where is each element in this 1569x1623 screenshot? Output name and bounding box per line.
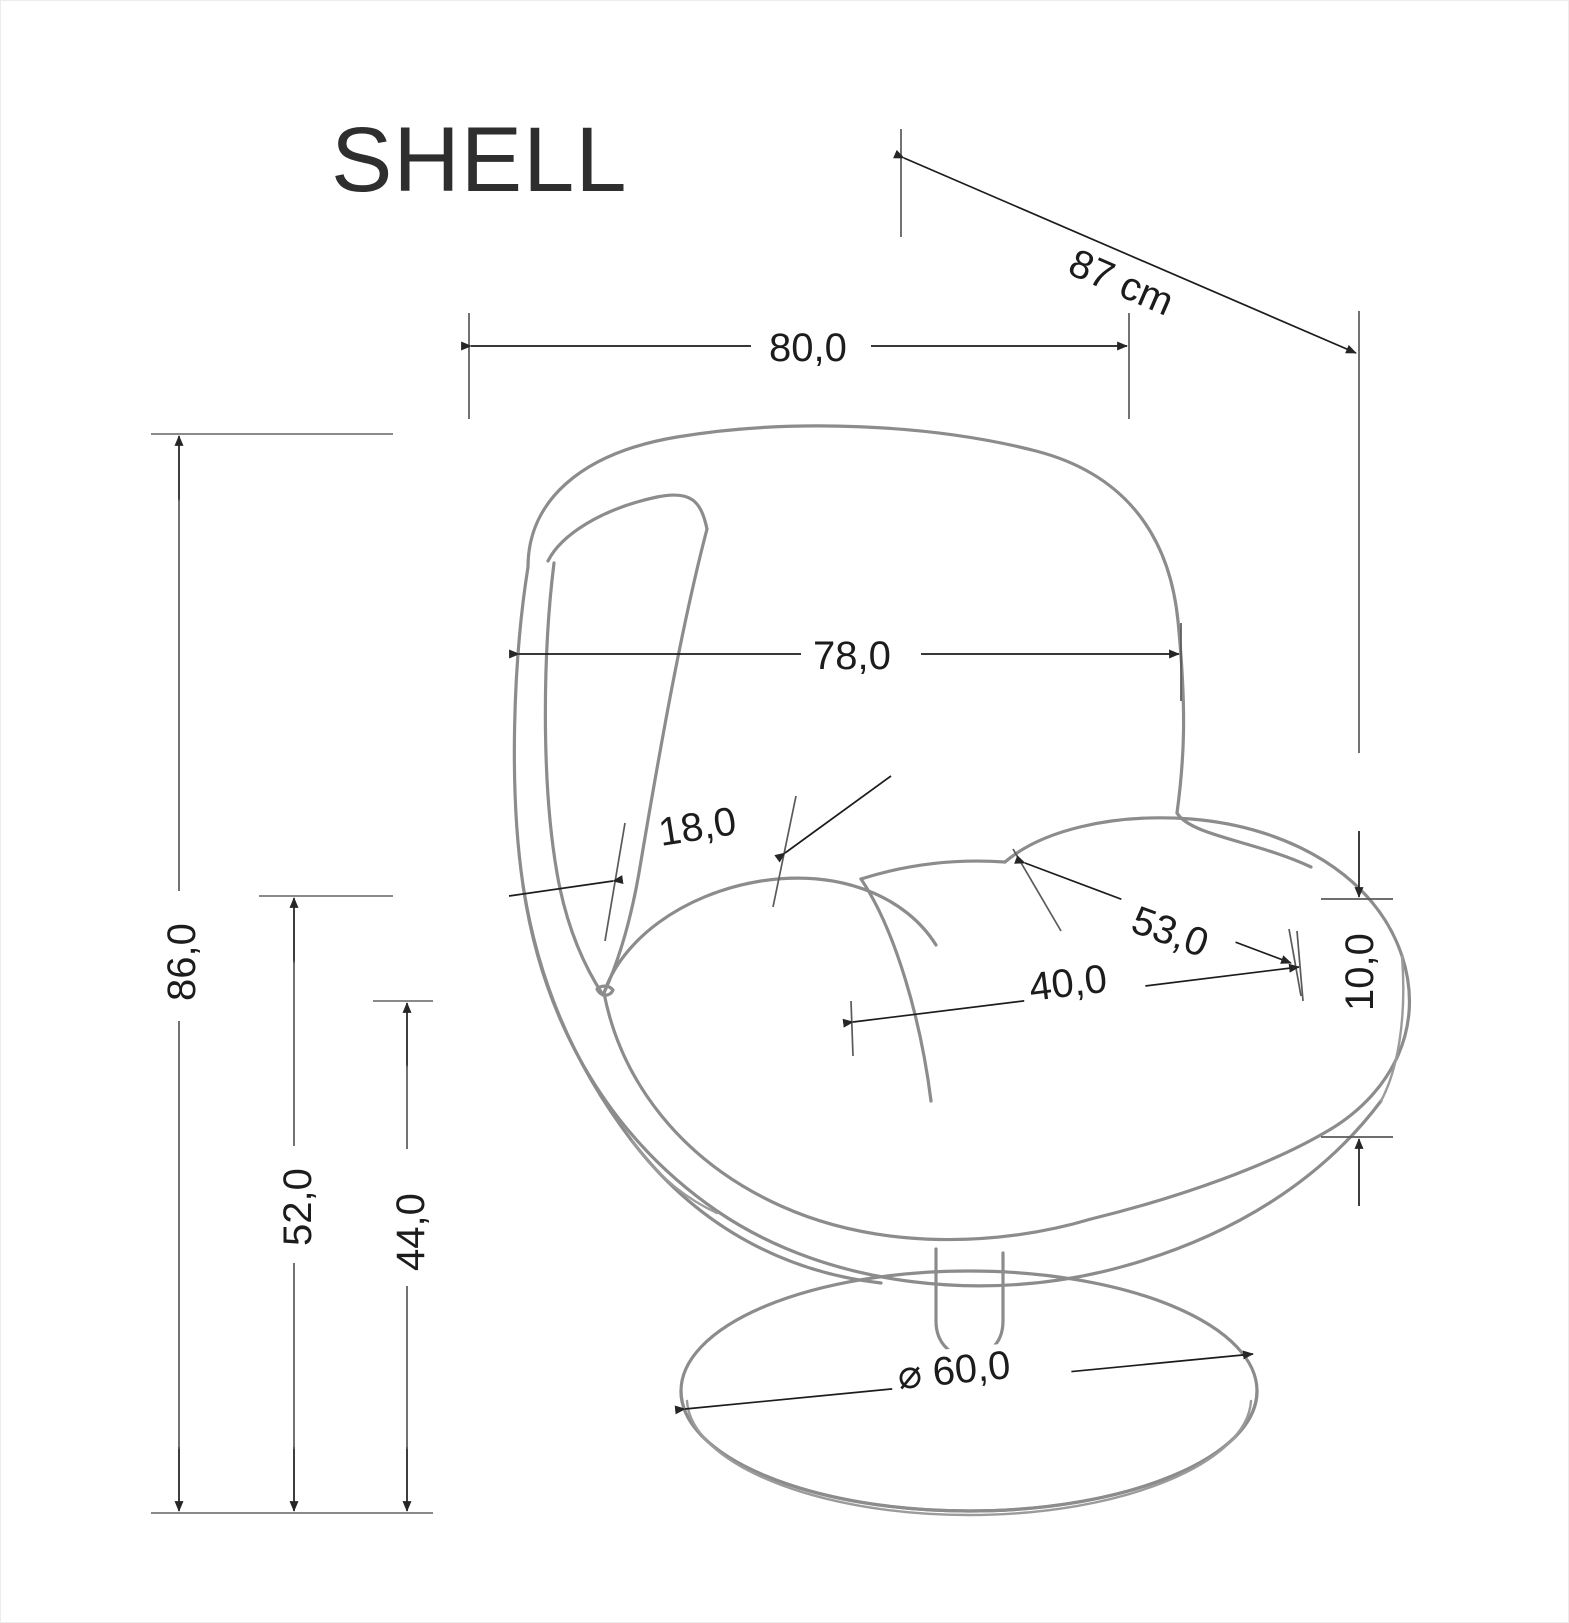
seat-width-label: 40,0 [1027, 957, 1110, 1010]
dimension-seat-height: 44,0 [373, 1000, 433, 1512]
overall-width-label-mask [751, 323, 871, 369]
base-diameter-label-mask [888, 1337, 1074, 1407]
inner-width-label: 78,0 [813, 634, 891, 678]
armrest-thickness-arrow-right [774, 775, 892, 863]
seat-width-tick-right [1296, 930, 1304, 1002]
armrest-thickness-arrow-left [508, 875, 624, 897]
shell-band-junction [595, 984, 615, 997]
cushion-thickness-label: 10,0 [1338, 933, 1382, 1011]
swivel-column [934, 1247, 1005, 1359]
seat-cushion-left-lobe [602, 876, 938, 995]
swivel-base-edge-thickness [679, 1389, 1259, 1513]
swivel-base-edge-inner-line [685, 1399, 1253, 1517]
armrest-thickness-tick-right [772, 795, 797, 908]
right-bolster-shell-join [1379, 954, 1405, 1103]
right-bolster-outer [1003, 816, 1411, 1131]
shell-bottom-outer [521, 883, 1383, 1288]
dimension-overall-width: 80,0 [461, 313, 1130, 419]
right-bolster-lower-edge [1089, 1127, 1333, 1221]
armchair-outline-group [512, 424, 1411, 1517]
seat-underside-left-join [630, 1139, 719, 1215]
seat-width-tick-left [850, 1000, 854, 1057]
seat-depth-label-mask [1114, 861, 1250, 961]
seat-cushion-right-surface [859, 859, 1007, 881]
depth-dimension-label: 87 cm [1062, 241, 1179, 325]
overall-height-label: 86,0 [160, 923, 204, 1001]
armrest-thickness-label: 18,0 [656, 799, 740, 855]
dimension-depth-diagonal: 87 cm [893, 129, 1360, 753]
dimension-inner-width: 78,0 [509, 623, 1182, 701]
shell-back-inner [546, 493, 709, 563]
dimension-base-diameter: ⌀ 60,0 [674, 1337, 1254, 1415]
dimension-overall-height: 86,0 [151, 433, 433, 1514]
depth-dimension-arrow [893, 149, 1357, 354]
seat-width-label-mask [1020, 953, 1148, 1021]
overall-width-label: 80,0 [769, 326, 847, 370]
shell-back-panel-left-edge [602, 527, 709, 995]
seat-height-label: 44,0 [389, 1193, 433, 1271]
shell-left-inner-band [543, 561, 605, 997]
dimension-back-height: 52,0 [259, 895, 393, 1512]
shell-back-outer [526, 424, 1186, 815]
seat-depth-tick-left [1012, 848, 1062, 932]
dimension-seat-width: 40,0 [842, 930, 1304, 1057]
seat-front-rim-top [602, 991, 1093, 1242]
drawing-title: SHELL [331, 109, 628, 211]
back-height-label: 52,0 [276, 1168, 320, 1246]
dimension-cushion-thickness: 10,0 [1321, 831, 1393, 1206]
base-diameter-label: ⌀ 60,0 [896, 1343, 1013, 1398]
inner-width-label-mask [801, 631, 921, 677]
seat-cushion-split-line [859, 877, 933, 1103]
